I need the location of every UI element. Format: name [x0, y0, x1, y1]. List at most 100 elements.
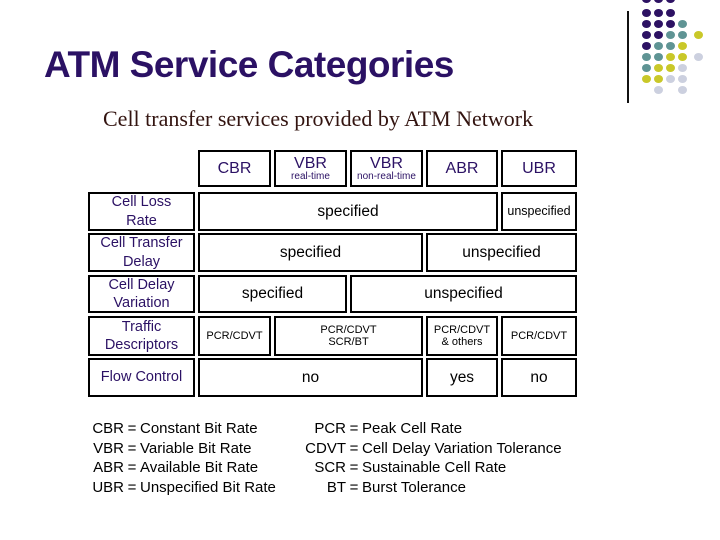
decoration-dot	[677, 31, 687, 39]
decoration-dot	[641, 31, 651, 39]
row-header-line: Traffic	[121, 318, 162, 335]
row-header-traffic-descriptors: Traffic Descriptors	[88, 316, 195, 356]
cell-line: PCR/CDVT	[320, 323, 377, 336]
cell-line: PCR/CDVT	[433, 323, 491, 336]
cell-line: SCR/BT	[328, 336, 369, 348]
decoration-dot	[641, 0, 651, 3]
legend-definition: Variable Bit Rate	[140, 439, 252, 457]
column-header-abr: ABR	[426, 150, 498, 187]
decoration-vertical-line	[627, 11, 629, 103]
decoration-dot	[677, 86, 687, 94]
decoration-dot	[653, 86, 663, 94]
table-cell-transfer-delay-unspecified: unspecified	[426, 233, 577, 272]
decoration-dot	[641, 9, 651, 17]
legend-definition: Burst Tolerance	[362, 478, 466, 496]
decoration-dot	[665, 75, 675, 83]
decoration-dot	[677, 42, 687, 50]
row-header-line: Cell Delay	[108, 276, 175, 293]
table-cell-loss-rate-unspecified: unspecified	[501, 192, 577, 231]
row-header-cell-delay-variation: Cell Delay Variation	[88, 275, 195, 313]
column-header-label: UBR	[522, 159, 556, 177]
decoration-dot	[677, 75, 687, 83]
legend-abbr: SCR	[314, 459, 346, 476]
decoration-dot	[653, 42, 663, 50]
legend-equals: =	[127, 478, 137, 496]
row-header-line: Rate	[126, 212, 157, 229]
slide-subtitle: Cell transfer services provided by ATM N…	[103, 106, 534, 131]
decoration-dot	[641, 42, 651, 50]
row-header-line: Variation	[113, 295, 170, 311]
row-header-line: Cell Loss	[111, 194, 172, 211]
legend-abbr: CDVT	[305, 439, 346, 457]
legend-abbr: VBR	[93, 439, 124, 457]
row-header-flow-control: Flow Control	[88, 358, 195, 397]
decoration-dot	[665, 9, 675, 17]
column-header-label: VBR	[370, 154, 403, 172]
decoration-dot	[665, 42, 675, 50]
legend-equals: =	[349, 459, 359, 476]
legend-definition: Peak Cell Rate	[362, 420, 463, 437]
legend-equals: =	[349, 439, 359, 457]
decoration-dot	[677, 53, 687, 61]
decoration-dot	[641, 53, 651, 61]
table-cell-traffic-ubr: PCR/CDVT	[501, 316, 577, 356]
legend-equals: =	[127, 459, 137, 476]
legend-definition: Sustainable Cell Rate	[362, 459, 507, 476]
table-cell-loss-rate-specified: specified	[198, 192, 498, 231]
legend-definition: Cell Delay Variation Tolerance	[362, 439, 562, 457]
decoration-dot	[665, 64, 675, 72]
row-header-line: Flow Control	[100, 369, 183, 386]
legend-definition: Unspecified Bit Rate	[140, 478, 276, 496]
table-cell-traffic-abr: PCR/CDVT & others	[426, 316, 498, 356]
row-header-cell-transfer-delay: Cell Transfer Delay	[88, 233, 195, 272]
legend-equals: =	[349, 420, 359, 437]
legend-row-vbr: VBR = Variable Bit Rate	[90, 439, 276, 459]
decoration-dot	[641, 20, 651, 28]
legend-row-pcr: PCR = Peak Cell Rate	[298, 419, 562, 439]
column-header-label: VBR	[294, 154, 327, 172]
row-header-line: Cell Transfer	[100, 235, 183, 252]
legend-row-bt: BT = Burst Tolerance	[298, 478, 562, 498]
column-header-label: CBR	[217, 159, 252, 177]
row-header-cell-loss-rate: Cell Loss Rate	[88, 192, 195, 231]
column-header-vbr-non-realtime: VBR non-real-time	[350, 150, 423, 187]
decoration-dot	[653, 53, 663, 61]
decoration-dot	[665, 0, 675, 3]
row-header-line: Descriptors	[104, 337, 179, 353]
decoration-dot	[653, 9, 663, 17]
decoration-dot	[641, 75, 651, 83]
legend-abbr: UBR	[92, 478, 124, 496]
column-header-sublabel: non-real-time	[357, 171, 416, 183]
table-cell-flow-control-no: no	[198, 358, 423, 397]
legend-bit-rates: CBR = Constant Bit Rate VBR = Variable B…	[90, 419, 276, 497]
decoration-dot	[641, 64, 651, 72]
decoration-dot	[653, 75, 663, 83]
decoration-dot	[653, 31, 663, 39]
decoration-dot	[677, 64, 687, 72]
table-cell-delay-variation-specified: specified	[198, 275, 347, 313]
legend-equals: =	[127, 420, 137, 437]
decoration-dot	[665, 31, 675, 39]
column-header-vbr-realtime: VBR real-time	[274, 150, 347, 187]
legend-row-cbr: CBR = Constant Bit Rate	[90, 419, 276, 439]
legend-definition: Constant Bit Rate	[140, 420, 258, 437]
legend-abbr: BT	[326, 478, 346, 496]
table-cell-transfer-delay-specified: specified	[198, 233, 423, 272]
table-cell-delay-variation-unspecified: unspecified	[350, 275, 577, 313]
cell-line: & others	[441, 336, 483, 348]
legend-row-scr: SCR = Sustainable Cell Rate	[298, 458, 562, 478]
decoration-dot	[665, 20, 675, 28]
legend-row-ubr: UBR = Unspecified Bit Rate	[90, 478, 276, 498]
decoration-dot	[653, 20, 663, 28]
column-header-ubr: UBR	[501, 150, 577, 187]
slide-title: ATM Service Categories	[44, 44, 454, 85]
decoration-dot	[693, 31, 703, 39]
legend-row-cdvt: CDVT = Cell Delay Variation Tolerance	[298, 439, 562, 459]
table-cell-traffic-vbr: PCR/CDVT SCR/BT	[274, 316, 423, 356]
column-header-cbr: CBR	[198, 150, 271, 187]
table-cell-flow-control-no-ubr: no	[501, 358, 577, 397]
decoration-dot	[665, 53, 675, 61]
decoration-dot	[653, 0, 663, 3]
decoration-dot	[677, 20, 687, 28]
column-header-sublabel: real-time	[291, 171, 330, 183]
